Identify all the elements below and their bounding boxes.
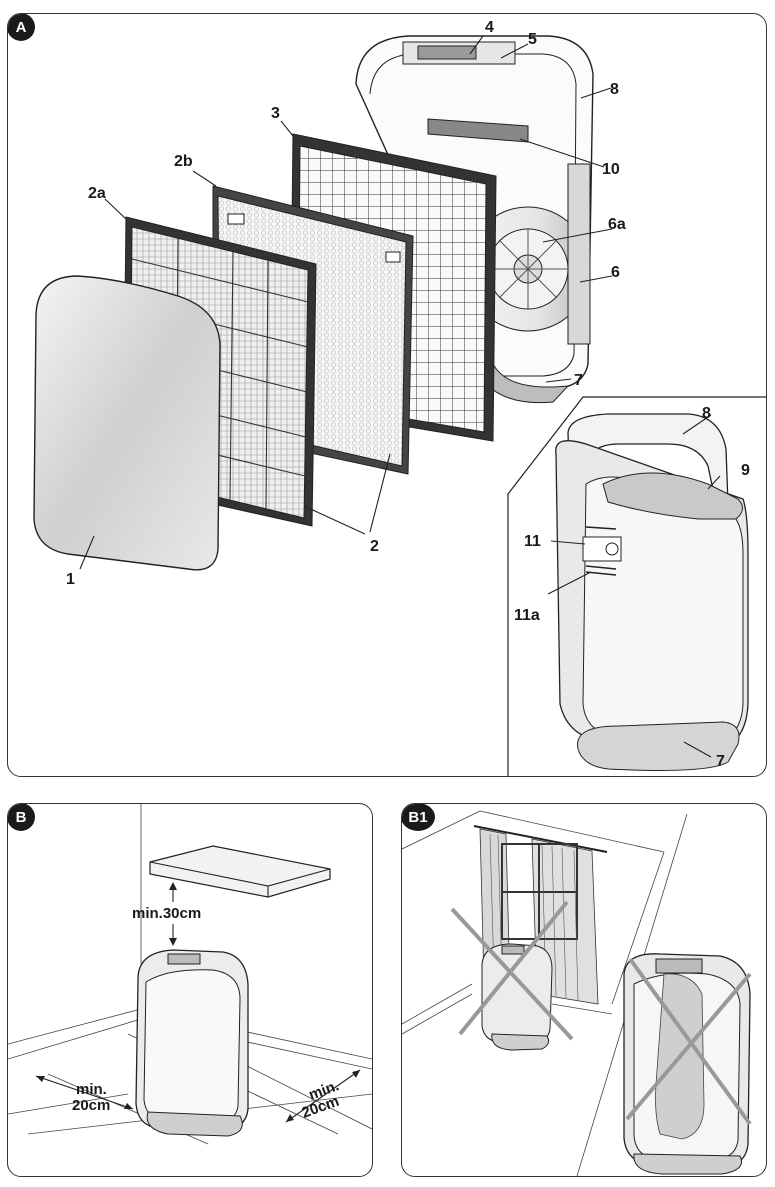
top-clearance-arrow (169, 882, 177, 946)
panel-a-exploded-view: A (7, 13, 767, 777)
purifier-near-curtain (481, 943, 553, 1051)
display-screen (417, 45, 477, 60)
cross-mark-2 (625, 957, 752, 1126)
front-panel-1 (33, 275, 221, 571)
left-value-label: 20cm (72, 1097, 110, 1114)
panel-badge-b1: B1 (402, 804, 435, 831)
placement-diagram (402, 810, 752, 1176)
display-b1 (655, 958, 703, 974)
callout-8: 8 (610, 81, 619, 98)
callout-2a: 2a (88, 185, 106, 202)
callout-3: 3 (271, 105, 280, 122)
callout-7: 7 (574, 372, 583, 389)
inset-frame (507, 396, 766, 776)
callout-7-inset: 7 (716, 753, 725, 770)
display-b (167, 953, 201, 965)
inset-assembled-unit (555, 413, 749, 771)
top-clearance-label: min.30cm (132, 905, 201, 922)
callout-10: 10 (602, 161, 620, 178)
left-clearance-arrow (35, 1075, 134, 1110)
panel-b-clearance: B min.30cm (7, 803, 373, 1177)
callout-5: 5 (528, 31, 537, 48)
callout-11: 11 (524, 533, 541, 550)
purifier-b (135, 949, 249, 1137)
callout-6a: 6a (608, 216, 626, 233)
callout-8-inset: 8 (702, 405, 711, 422)
panel-badge-b: B (8, 804, 35, 831)
panel-badge-a: A (8, 14, 35, 41)
inset-leader-lines (547, 414, 721, 758)
callout-2: 2 (370, 538, 379, 555)
callout-1: 1 (66, 571, 75, 588)
shelf (149, 845, 331, 898)
left-min-label: min. (76, 1081, 107, 1098)
right-clearance-arrow (285, 1069, 361, 1123)
callout-4: 4 (485, 19, 494, 36)
base-rear (485, 362, 570, 404)
clearance-diagram: min.30cm min. 20cm min. 20cm (8, 804, 372, 1145)
panel-b1-incorrect-placement: B1 (401, 803, 767, 1177)
callout-11a: 11a (514, 607, 540, 624)
callout-2b: 2b (174, 153, 193, 170)
callout-6: 6 (611, 264, 620, 281)
purifier-against-wall (623, 953, 751, 1175)
leader-lines (79, 35, 613, 570)
cross-mark-1 (450, 900, 574, 1041)
exploded-diagram: 1 2a 2b 3 2 4 5 8 10 6a 6 7 8 9 11 11a 7 (33, 19, 766, 776)
callout-9: 9 (741, 462, 750, 479)
top-grille (602, 472, 743, 520)
inset-base (577, 721, 740, 771)
